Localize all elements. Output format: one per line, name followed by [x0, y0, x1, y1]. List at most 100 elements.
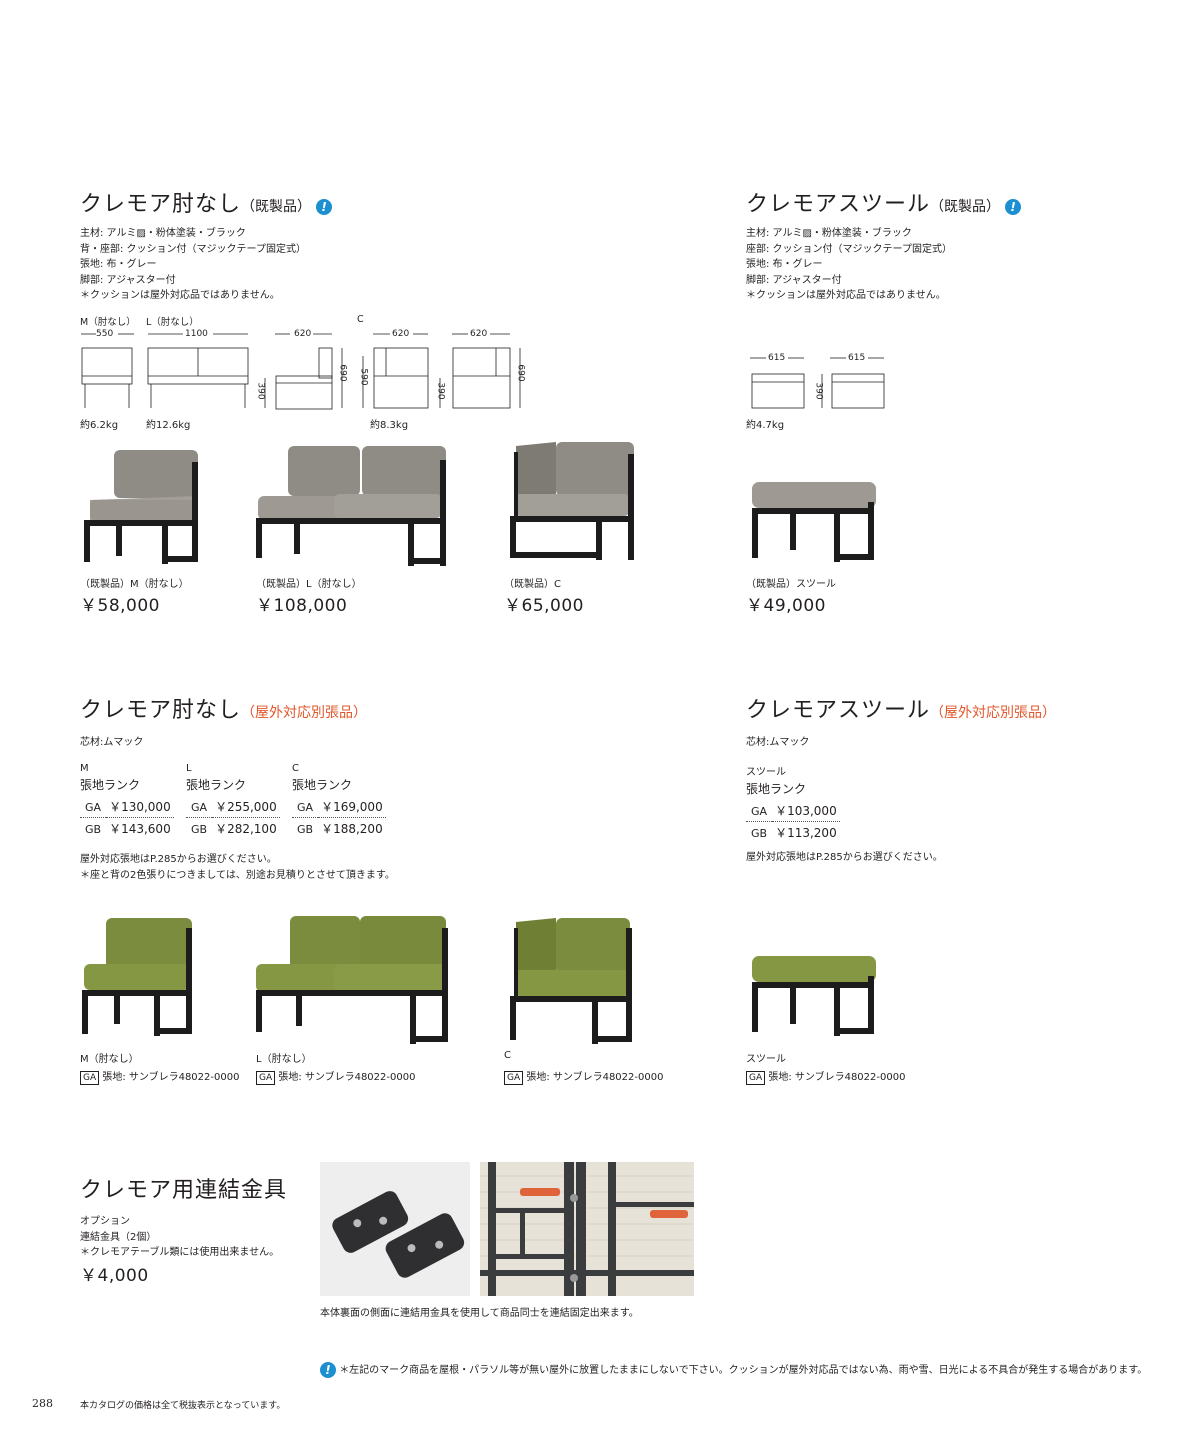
price-rows: GA￥103,000 GB￥113,200 [746, 800, 840, 843]
section2-dimension-drawings [750, 357, 885, 409]
rank-code: GA [85, 800, 102, 814]
connection-image [480, 1162, 694, 1296]
rank-label: 張地ランク [186, 778, 247, 792]
rank-price: ￥103,000 [772, 800, 840, 822]
spec-line: ＊クッションは屋外対応品ではありません。 [746, 290, 946, 301]
spec-line: オプション [80, 1216, 130, 1227]
fabric-label: 張地: サンブレラ48022-0000 [526, 1072, 664, 1083]
footer-warning: ! ＊左記のマーク商品を屋根・パラソル等が無い屋外に放置したままにしないで下さい… [320, 1361, 1147, 1378]
rank-price: ￥282,100 [215, 822, 277, 836]
chair-image-l-green [256, 916, 448, 1044]
warning-icon: ! [316, 198, 333, 215]
rank-badge: GA [80, 1071, 100, 1085]
bracket-image [332, 1191, 465, 1278]
outdoor-fabric-stool: GA 張地: サンブレラ48022-0000 [746, 1068, 905, 1085]
spec-line: 主材: アルミ▨・粉体塗装・ブラック [80, 228, 246, 239]
price-rows: GA￥130,000 GB￥143,600 [80, 796, 174, 839]
weight-m: 約6.2kg [80, 420, 119, 431]
note-line: ＊座と背の2色張りにつきましては、別途お見積りとさせて頂きます。 [80, 869, 395, 881]
outdoor-fabric-c: GA 張地: サンブレラ48022-0000 [504, 1068, 663, 1085]
dim-height-stool: 390 [813, 382, 824, 400]
outdoor-name-m: M（肘なし） [80, 1054, 139, 1065]
fabric-label: 張地: サンブレラ48022-0000 [278, 1072, 416, 1083]
rank-price: ￥143,600 [109, 822, 171, 836]
rank-price: ￥255,000 [212, 796, 280, 818]
section3-notes: 屋外対応張地はP.285からお選びください。 ＊座と背の2色張りにつきましては、… [80, 852, 395, 883]
spec-line: ＊クッションは屋外対応品ではありません。 [80, 290, 280, 301]
page-number: 288 [32, 1397, 53, 1410]
rank-price: ￥113,200 [775, 826, 837, 840]
spec-line: 脚部: アジャスター付 [80, 274, 176, 286]
section5-title: クレモア用連結金具 [80, 1178, 288, 1203]
product-name-stool: （既製品）スツール [746, 579, 836, 590]
dim-height-4: 390 [435, 382, 446, 400]
rank-code: GB [751, 826, 768, 840]
section1-specs: 主材: アルミ▨・粉体塗装・ブラック 背・座部: クッション付（マジックテープ固… [80, 226, 306, 304]
rank-badge: GA [504, 1071, 524, 1085]
outdoor-fabric-m: GA 張地: サンブレラ48022-0000 [80, 1068, 239, 1085]
note-line: 屋外対応張地はP.285からお選びください。 [80, 854, 277, 865]
weight-stool: 約4.7kg [746, 420, 785, 431]
dim-height-3: 590 [358, 368, 369, 386]
price-table-c: C 張地ランク GA￥169,000 GB￥188,200 [292, 763, 386, 839]
product-price-stool: ￥49,000 [746, 596, 826, 616]
spec-line: 主材: アルミ▨・粉体塗装・ブラック [746, 228, 912, 239]
rank-price: ￥130,000 [106, 796, 174, 818]
dim-width-c: 620 [392, 329, 410, 339]
table-label: スツール [746, 767, 786, 778]
price-rows: GA￥169,000 GB￥188,200 [292, 796, 386, 839]
rank-code: GB [191, 822, 208, 836]
product-name-c: （既製品）C [504, 579, 561, 590]
tax-note: 本カタログの価格は全て税抜表示となっています。 [80, 1401, 286, 1411]
dim-width-stool: 615 [768, 353, 786, 363]
chair-image-m-green [82, 918, 192, 1036]
dim-height-2: 690 [337, 364, 348, 382]
dim-width-stool-2: 615 [848, 353, 866, 363]
rank-label: 張地ランク [80, 778, 141, 792]
section4-subtitle: （屋外対応別張品） [930, 705, 1057, 721]
price-rows: GA￥255,000 GB￥282,100 [186, 796, 280, 839]
section4-note: 屋外対応張地はP.285からお選びください。 [746, 852, 943, 863]
spec-line: 張地: 布・グレー [746, 259, 823, 270]
chair-image-m-gray [84, 450, 198, 564]
outdoor-name-stool: スツール [746, 1054, 786, 1065]
section2-subtitle: （既製品） [930, 199, 1001, 215]
product-name-m: （既製品）M（肘なし） [80, 579, 189, 590]
dim-label-c: C [357, 314, 364, 325]
price-table-m: M 張地ランク GA￥130,000 GB￥143,600 [80, 763, 174, 839]
bracket-photo [320, 1162, 470, 1296]
dim-height-5: 690 [515, 364, 526, 382]
rank-badge: GA [746, 1071, 766, 1085]
chair-image-c-green [510, 918, 632, 1044]
spec-line: 座部: クッション付（マジックテープ固定式） [746, 243, 952, 255]
rank-code: GB [297, 822, 314, 836]
rank-price: ￥169,000 [318, 796, 386, 818]
footer-warning-text: ＊左記のマーク商品を屋根・パラソル等が無い屋外に放置したままにしないで下さい。ク… [339, 1365, 1148, 1376]
dim-height-1: 390 [255, 382, 266, 400]
table-label: L [186, 763, 192, 774]
section2-specs: 主材: アルミ▨・粉体塗装・ブラック 座部: クッション付（マジックテープ固定式… [746, 226, 952, 304]
section3-core: 芯材:ムマック [80, 737, 144, 748]
dim-width-l: 1100 [185, 329, 208, 339]
spec-line: 連結金具（2個） [80, 1231, 157, 1243]
section1-heading: クレモア肘なし（既製品） ! [80, 186, 333, 218]
table-label: C [292, 763, 299, 774]
dim-label-l: L（肘なし） [146, 317, 199, 328]
section4-heading: クレモアスツール（屋外対応別張品） [746, 692, 1056, 724]
outdoor-fabric-l: GA 張地: サンブレラ48022-0000 [256, 1068, 415, 1085]
section5-specs: オプション 連結金具（2個） ＊クレモアテーブル類には使用出来ません。 [80, 1214, 279, 1261]
product-price-c: ￥65,000 [504, 596, 584, 616]
dim-width-side: 620 [294, 329, 312, 339]
warning-icon: ! [320, 1362, 336, 1378]
product-name-l: （既製品）L（肘なし） [256, 579, 362, 590]
spec-line: 脚部: アジャスター付 [746, 274, 842, 286]
fabric-label: 張地: サンブレラ48022-0000 [768, 1072, 906, 1083]
fabric-label: 張地: サンブレラ48022-0000 [102, 1072, 240, 1083]
dim-label-m: M（肘なし） [80, 317, 136, 328]
stool-image-gray [752, 482, 876, 562]
section1-title: クレモア肘なし [80, 192, 242, 217]
price-table-l: L 張地ランク GA￥255,000 GB￥282,100 [186, 763, 280, 839]
rank-label: 張地ランク [746, 782, 807, 796]
rank-label: 張地ランク [292, 778, 353, 792]
section1-dimension-drawings [81, 333, 521, 410]
